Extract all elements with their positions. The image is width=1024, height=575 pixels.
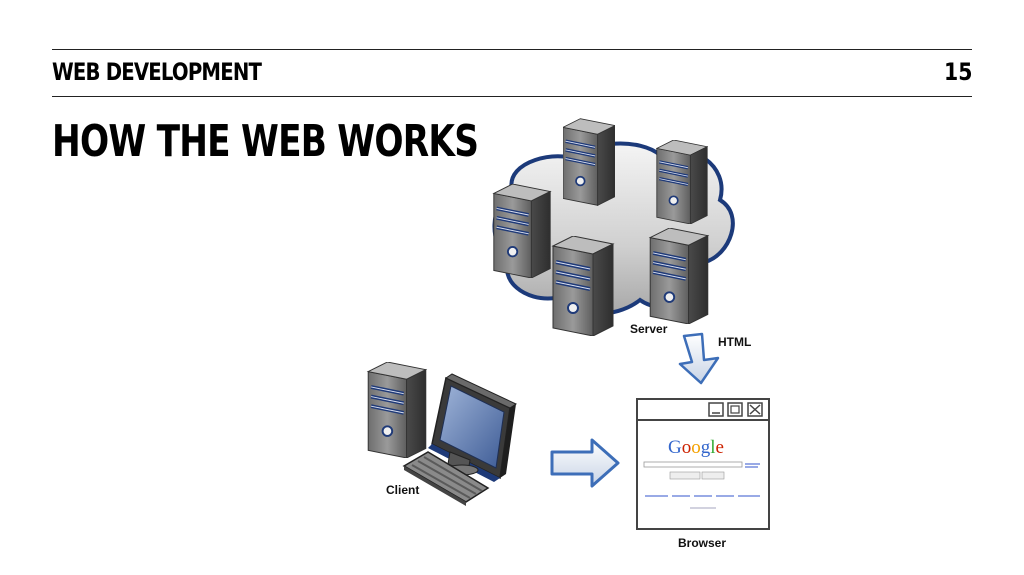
header-top-rule [52,49,972,50]
server-tower-icon [656,140,708,224]
right-arrow-icon [550,438,620,488]
page-number: 15 [943,58,972,86]
search-buttons [669,471,725,480]
server-tower-icon [368,362,426,458]
slide-title: HOW THE WEB WORKS [52,116,479,167]
client-label: Client [386,483,419,497]
server-tower-icon [650,228,708,324]
server-tower-icon [494,184,550,278]
html-label: HTML [718,335,751,349]
footer-links [645,495,760,509]
search-box [643,461,760,468]
desktop-monitor-icon [428,373,518,482]
server-tower-icon [563,118,615,206]
section-title: WEB DEVELOPMENT [52,58,262,86]
server-label: Server [630,322,668,336]
browser-label: Browser [678,536,726,550]
down-arrow-icon [678,332,720,385]
svg-text:Google: Google [668,437,724,458]
keyboard-icon [402,451,490,506]
header-bottom-rule [52,96,972,97]
server-tower-icon [553,236,613,336]
google-logo: Google [668,437,724,458]
